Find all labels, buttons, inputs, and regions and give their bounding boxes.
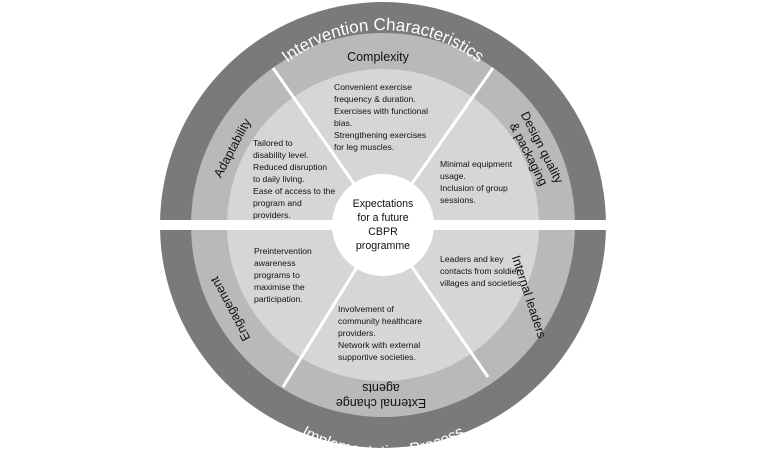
svg-text:Inclusion of group: Inclusion of group <box>440 183 508 193</box>
svg-text:bias.: bias. <box>334 118 352 128</box>
segment-text-design-quality: Minimal equipment usage. Inclusion of gr… <box>440 159 513 205</box>
svg-text:for a future: for a future <box>357 212 408 224</box>
svg-text:sessions.: sessions. <box>440 195 476 205</box>
svg-text:Leaders and key: Leaders and key <box>440 254 504 264</box>
segment-label-external-change-agents: External change agents <box>336 381 426 410</box>
svg-text:Reduced disruption: Reduced disruption <box>253 162 327 172</box>
svg-text:contacts from soldier: contacts from soldier <box>440 266 519 276</box>
svg-text:programme: programme <box>356 240 410 252</box>
svg-text:maximise the: maximise the <box>254 282 305 292</box>
svg-text:Involvement of: Involvement of <box>338 304 395 314</box>
svg-text:for leg muscles.: for leg muscles. <box>334 142 394 152</box>
svg-text:Minimal equipment: Minimal equipment <box>440 159 513 169</box>
svg-text:Preintervention: Preintervention <box>254 246 312 256</box>
svg-text:usage.: usage. <box>440 171 466 181</box>
svg-text:Strengthening exercises: Strengthening exercises <box>334 130 426 140</box>
svg-text:Convenient exercise: Convenient exercise <box>334 82 412 92</box>
svg-text:providers.: providers. <box>253 210 291 220</box>
svg-text:providers.: providers. <box>338 328 376 338</box>
svg-text:Ease of access to the: Ease of access to the <box>253 186 335 196</box>
svg-text:to daily living.: to daily living. <box>253 174 305 184</box>
svg-text:agents: agents <box>362 381 400 395</box>
segment-text-external-change-agents: Involvement of community healthcare prov… <box>338 304 422 362</box>
segment-text-internal-leaders: Leaders and key contacts from soldier vi… <box>440 254 524 288</box>
svg-text:CBPR: CBPR <box>368 226 398 238</box>
segment-text-adaptability: Tailored to disability level. Reduced di… <box>253 138 335 220</box>
svg-text:Network with external: Network with external <box>338 340 420 350</box>
center-label: Expectations for a future CBPR programme <box>353 198 414 252</box>
center-circle <box>332 174 434 276</box>
svg-text:awareness: awareness <box>254 258 296 268</box>
svg-text:frequency & duration.: frequency & duration. <box>334 94 416 104</box>
svg-text:programs to: programs to <box>254 270 300 280</box>
svg-text:disability level.: disability level. <box>253 150 308 160</box>
svg-text:External change: External change <box>336 396 426 410</box>
svg-text:Exercises with functional: Exercises with functional <box>334 106 428 116</box>
segment-text-complexity: Convenient exercise frequency & duration… <box>334 82 428 152</box>
svg-text:community healthcare: community healthcare <box>338 316 422 326</box>
segment-label-complexity: Complexity <box>347 50 410 64</box>
svg-text:Expectations: Expectations <box>353 198 414 210</box>
svg-text:villages and societies.: villages and societies. <box>440 278 524 288</box>
svg-text:participation.: participation. <box>254 294 303 304</box>
svg-text:program and: program and <box>253 198 302 208</box>
svg-text:supportive societies.: supportive societies. <box>338 352 416 362</box>
svg-text:Tailored to: Tailored to <box>253 138 293 148</box>
segment-text-engagement: Preintervention awareness programs to ma… <box>254 246 312 304</box>
